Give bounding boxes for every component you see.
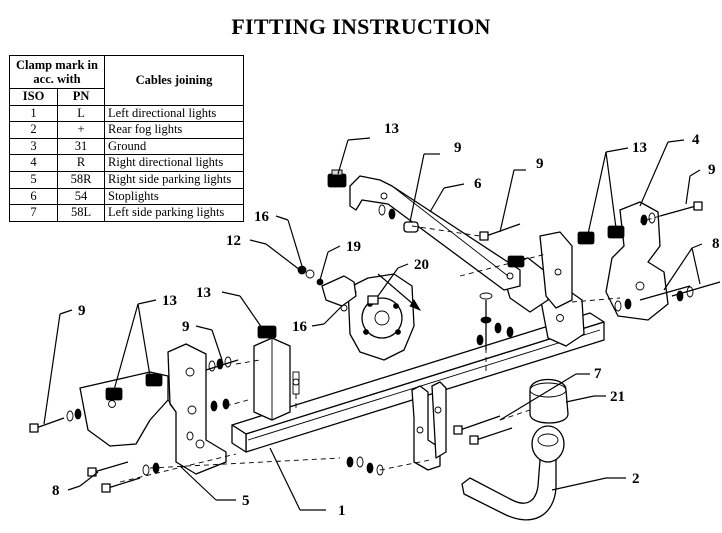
assembly-guide-lines [119,215,661,483]
legend-pn: 31 [57,137,105,156]
callout-13: 13 [162,293,177,309]
right-side-plate [539,201,669,321]
legend-desc: Right side parking lights [104,170,244,189]
callout-13: 13 [196,285,211,301]
legend-iso: 1 [8,104,59,123]
tow-ball-cover [529,378,569,424]
callout-8: 8 [52,483,60,499]
upper-reinforcement-bar [349,175,521,291]
left-mounting-bracket [79,343,227,475]
callout-numbers: 13 9 9 6 13 4 9 8 16 12 19 20 16 13 13 9… [52,121,720,519]
callout-9: 9 [182,319,190,335]
towbar-drop-bracket [411,381,447,471]
legend-header-cables: Cables joining [104,55,244,106]
callout-4: 4 [692,132,700,148]
legend-desc: Stoplights [104,187,244,206]
callout-19: 19 [346,239,361,255]
tow-ball-neck [461,425,565,521]
callout-6: 6 [474,176,482,192]
cable-legend-table: Clamp mark in acc. with Cables joining I… [8,55,244,222]
callout-leader-lines [43,137,703,511]
callout-13: 13 [632,140,647,156]
callout-13: 13 [384,121,399,137]
callout-16: 16 [254,209,270,225]
page-title: FITTING INSTRUCTION [231,14,491,39]
legend-header-pn: PN [57,88,105,106]
callout-20: 20 [414,257,429,273]
bolt-set [29,201,721,493]
legend-pn: 58R [57,170,105,189]
direction-arrow [377,273,421,311]
callout-16: 16 [292,319,308,335]
cable-clamp-group [105,169,625,401]
callout-21: 21 [610,389,625,405]
legend-pn: 54 [57,187,105,206]
main-crossbar [231,312,605,453]
legend-desc: Right directional lights [104,154,244,172]
legend-pn: 58L [57,204,105,222]
callout-12: 12 [226,233,241,249]
callout-5: 5 [242,493,250,509]
callout-2: 2 [632,471,640,487]
legend-row: 2+Rear fog lights [8,121,244,139]
callout-8: 8 [712,236,720,252]
callout-9: 9 [708,162,716,178]
legend-desc: Left side parking lights [104,204,244,222]
legend-header-clamp-mark: Clamp mark in acc. with [9,55,105,89]
callout-9: 9 [454,140,462,156]
callout-1: 1 [338,503,346,519]
legend-iso: 7 [8,204,59,222]
callout-7: 7 [594,366,602,382]
callout-9: 9 [78,303,86,319]
callout-9: 9 [536,156,544,172]
legend-header-iso: ISO [8,88,59,106]
